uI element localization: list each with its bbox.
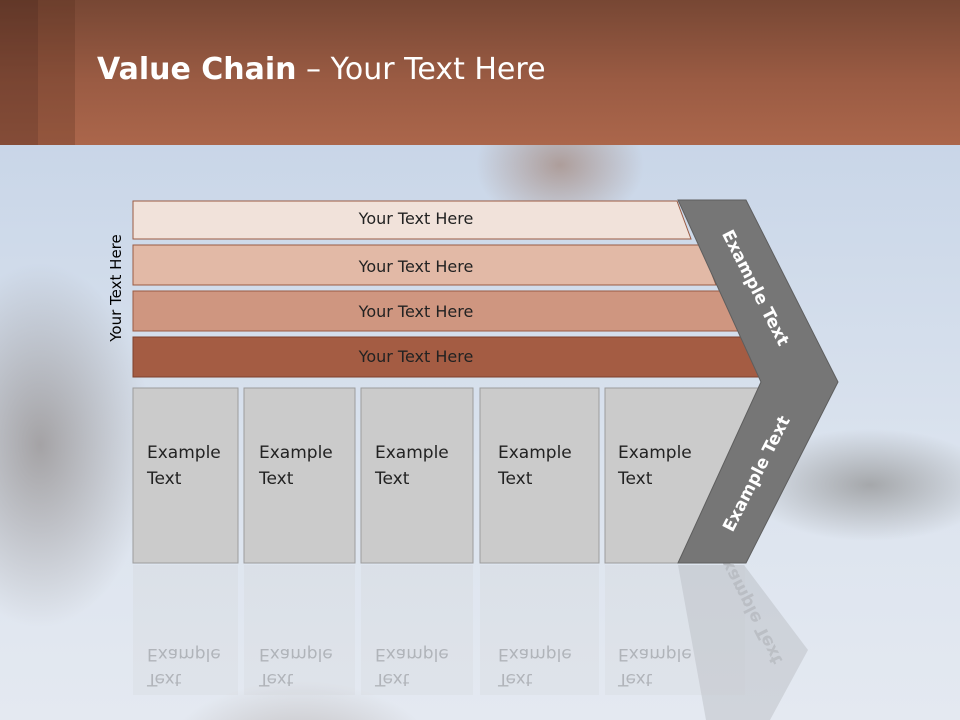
bar-2-label: Your Text Here [358,257,474,276]
box-reflection [133,565,238,695]
box-1-line2: Text [146,469,182,489]
reflection-text: Text [374,669,410,689]
activity-box-4[interactable] [479,387,600,564]
box-reflection [605,565,745,695]
header-accent-strip [38,0,75,145]
bar-3-label: Your Text Here [358,302,474,321]
box-reflection [244,565,355,695]
bar-1[interactable] [132,200,692,240]
box-reflection [361,565,473,695]
box-reflection [480,565,599,695]
reflection-text: Text [258,669,294,689]
box-4-line1: Example [498,443,572,463]
box-2-line1: Example [259,443,333,463]
reflection-text: Text [617,669,653,689]
reflection-text: Example [259,644,333,664]
bar-2[interactable] [132,244,717,286]
reflection-group: Text Example Text Example Text Example T… [133,545,808,720]
box-1-line1: Example [147,443,221,463]
activity-box-2[interactable] [243,387,356,564]
reflection-text: Text [497,669,533,689]
title-bold: Value Chain [97,52,297,87]
bar-4-label: Your Text Here [358,347,474,366]
reflection-text: Example [618,644,692,664]
box-3-line1: Example [375,443,449,463]
reflection-text: Text [146,669,182,689]
activity-box-3[interactable] [360,387,474,564]
box-4-line2: Text [497,469,533,489]
box-2-line2: Text [258,469,294,489]
box-3-line2: Text [374,469,410,489]
reflection-text: Example [498,644,572,664]
chevron-reflection [678,565,808,720]
margin-chevron[interactable] [677,199,839,564]
box-5-line2: Text [617,469,653,489]
slide-title[interactable]: Value Chain – Your Text Here [97,52,546,87]
bar-1-label: Your Text Here [358,209,474,228]
reflection-text: Example [147,644,221,664]
title-rest: – Your Text Here [296,52,546,87]
header-band: Value Chain – Your Text Here [0,0,960,145]
reflection-text: Example [375,644,449,664]
box-5-line1: Example [618,443,692,463]
header-accent-strip [0,0,38,145]
activity-box-1[interactable] [132,387,239,564]
